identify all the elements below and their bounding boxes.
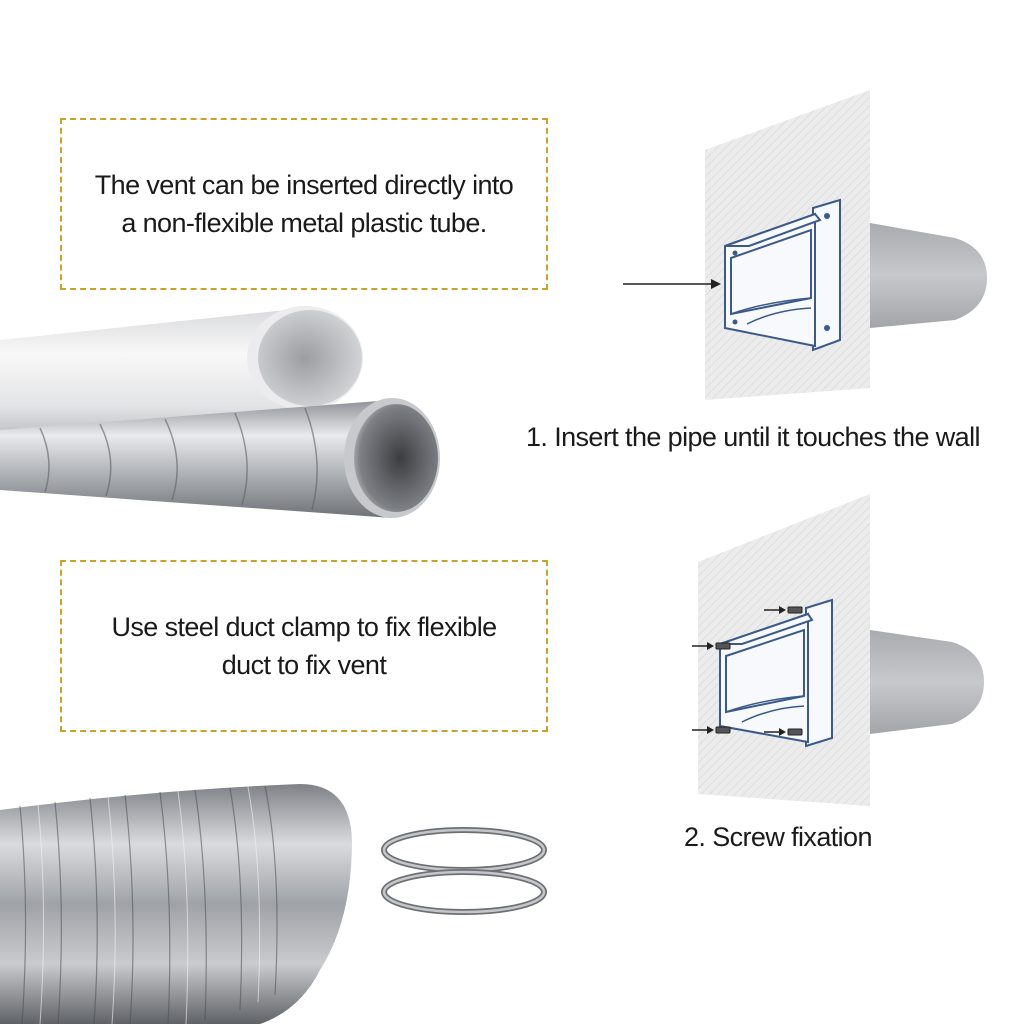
rigid-tube-note: The vent can be inserted directly into a… bbox=[60, 118, 548, 290]
step2-caption: 2. Screw fixation bbox=[684, 822, 872, 852]
steel-duct-clamps-image bbox=[381, 827, 547, 915]
step2-screw-fixation-diagram bbox=[692, 494, 984, 806]
flexible-duct-note-line-2: duct to fix vent bbox=[221, 650, 387, 680]
flexible-duct-note: Use steel duct clamp to fix flexible duc… bbox=[60, 560, 548, 732]
step1-insert-pipe-diagram bbox=[623, 90, 987, 400]
flexible-foil-duct-image bbox=[0, 784, 352, 1024]
flexible-duct-note-line-1: Use steel duct clamp to fix flexible bbox=[111, 612, 497, 642]
step1-caption: 1. Insert the pipe until it touches the … bbox=[526, 422, 980, 452]
rigid-tube-note-line-1: The vent can be inserted directly into bbox=[94, 170, 514, 200]
rigid-metal-tubes-image bbox=[0, 306, 440, 518]
rigid-tube-note-line-2: a non-flexible metal plastic tube. bbox=[121, 208, 487, 238]
